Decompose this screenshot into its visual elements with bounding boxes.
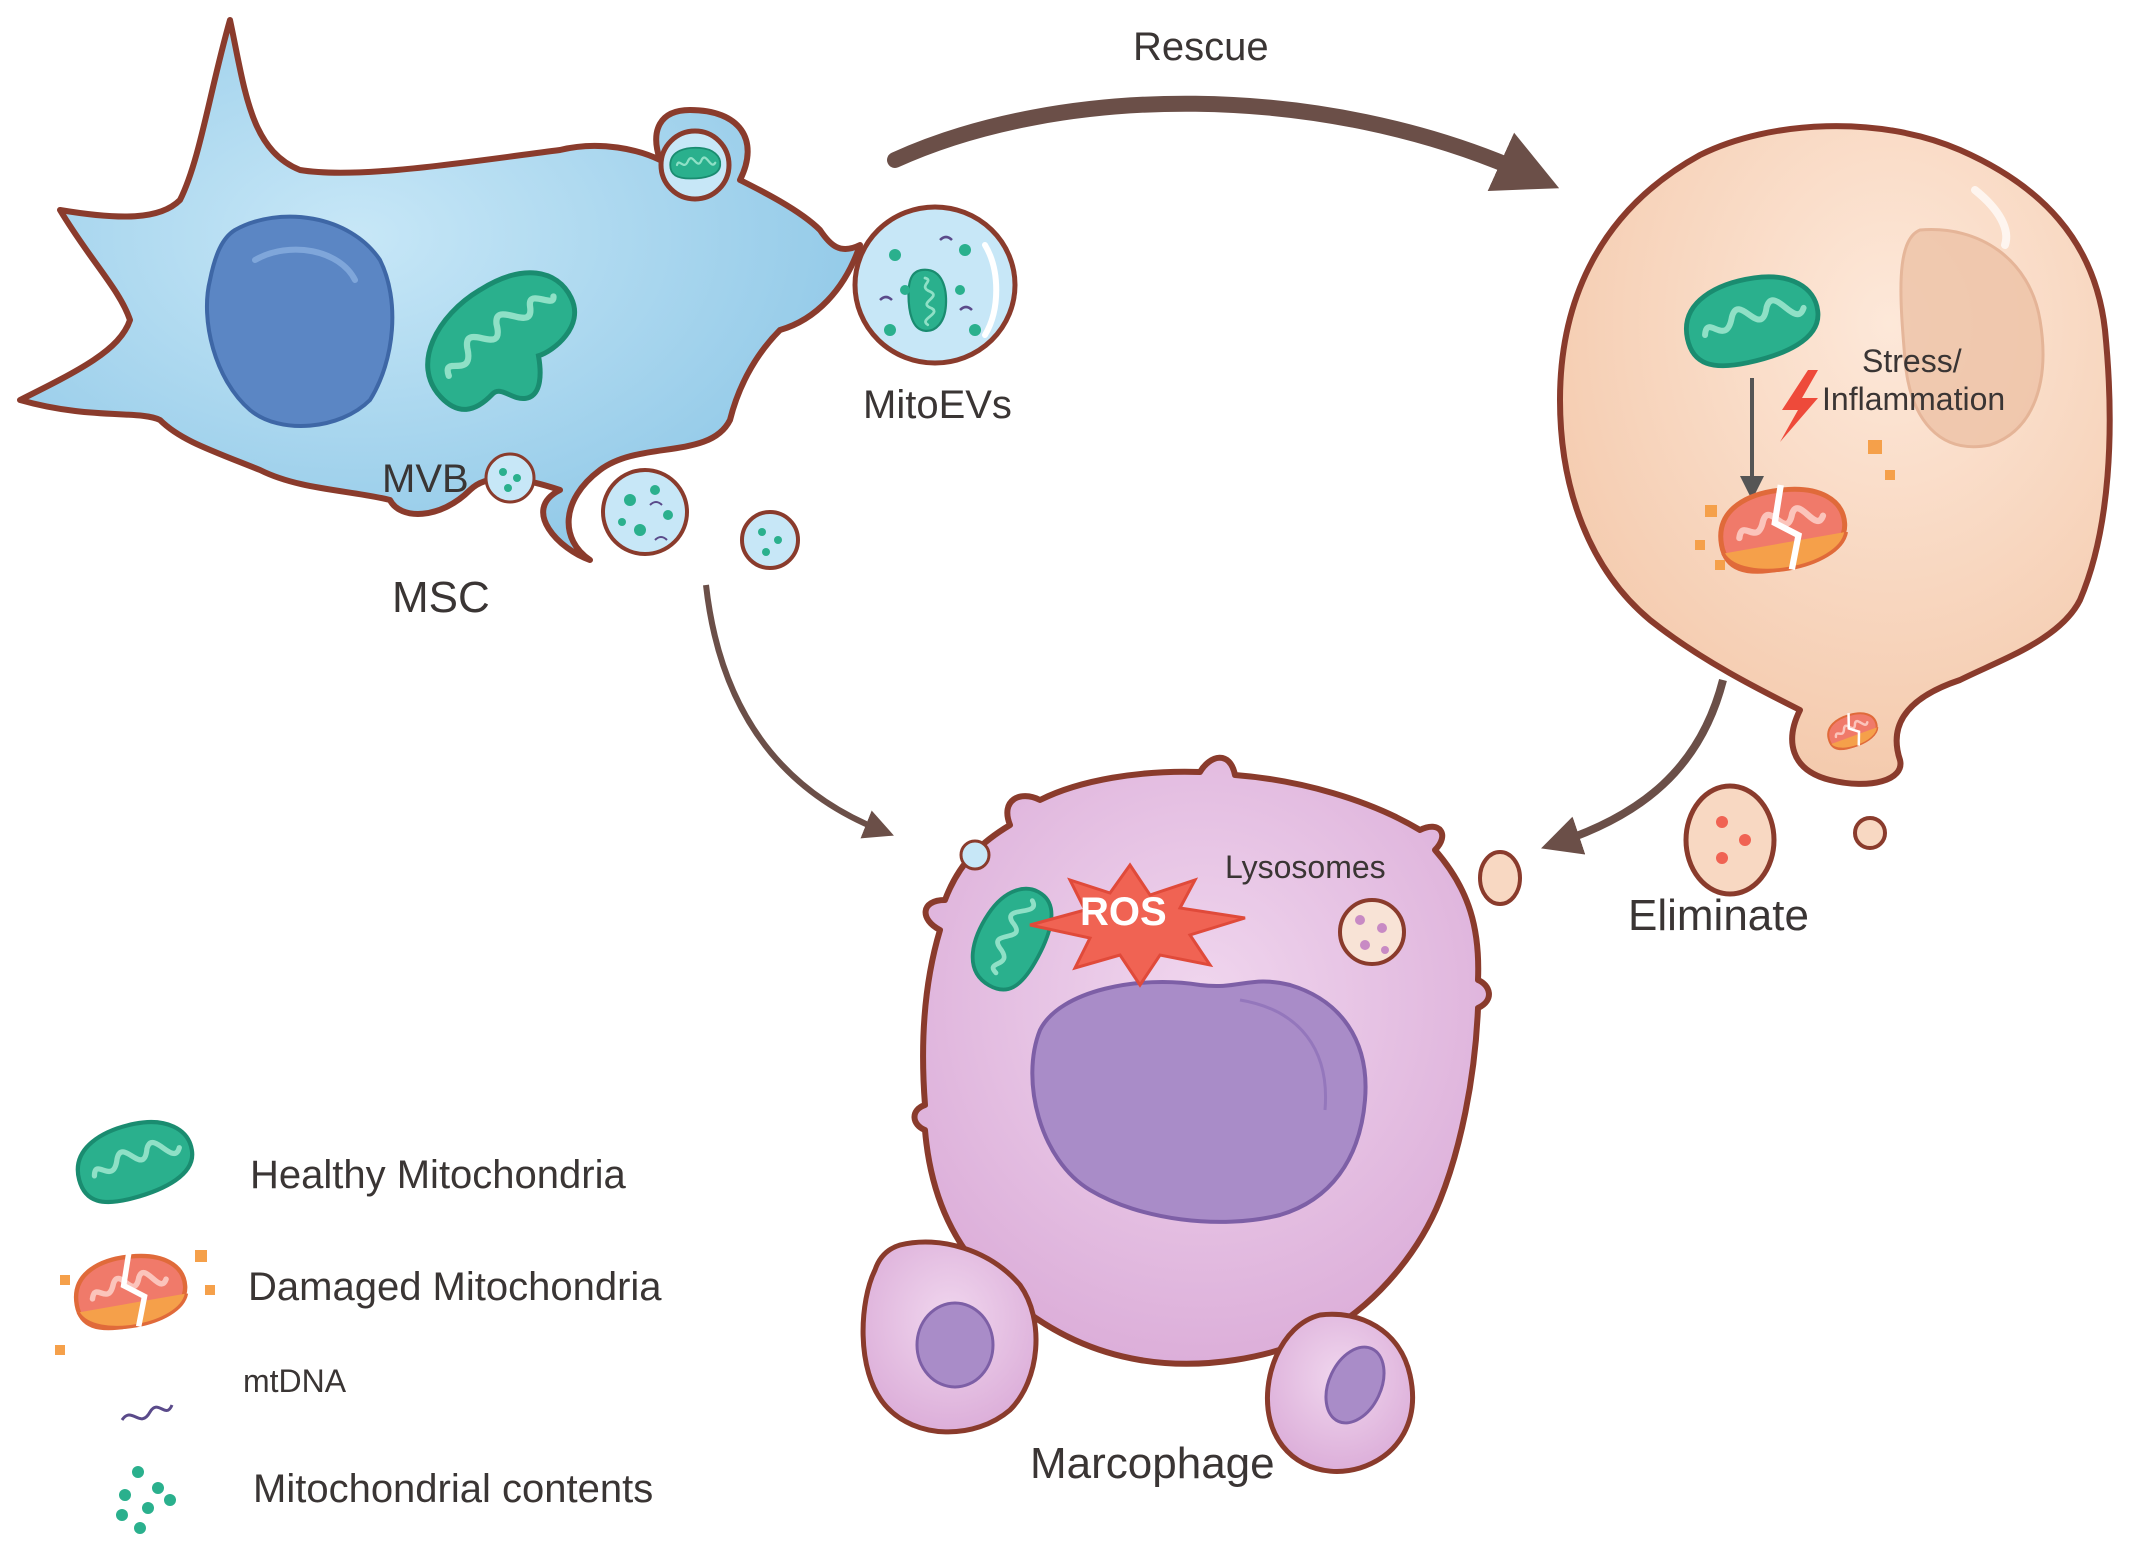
ros-label: ROS: [1080, 890, 1167, 934]
small-vesicle: [1478, 850, 1522, 906]
rescue-label: Rescue: [1133, 25, 1269, 69]
rescue-arrow: [887, 95, 1560, 191]
macrophage-cell: ROS Lysosomes: [911, 754, 1492, 1367]
macrophage-nucleus: [1030, 979, 1368, 1224]
mvb-vesicle: [484, 452, 536, 504]
macrophage-label: Marcophage: [1030, 1439, 1275, 1488]
msc-to-macrophage-arrow: [703, 584, 894, 839]
msc-label: MSC: [392, 573, 490, 622]
ros-burst: [1029, 862, 1246, 988]
damaged-mitochondria-icon: [69, 1244, 190, 1337]
msc-cell: MVB: [17, 17, 863, 563]
small-macrophage: [860, 1239, 1039, 1435]
mtdna-icon: [120, 1404, 174, 1421]
eliminate-label: Eliminate: [1628, 891, 1809, 940]
legend-label-damaged: Damaged Mitochondria: [248, 1265, 662, 1309]
msc-mitochondrion: [425, 270, 578, 412]
eliminate-arrow: [1541, 679, 1727, 855]
healthy-mitochondria-icon: [69, 1111, 200, 1210]
lysosome: [1338, 898, 1406, 966]
target-cell: Stress/ Inflammation: [1557, 123, 2113, 787]
small-vesicle: [1853, 816, 1887, 850]
mitoevs-label: MitoEVs: [863, 383, 1012, 427]
stress-label-line1: Stress/: [1862, 343, 1962, 379]
target-nucleus: [1899, 228, 2045, 449]
stress-label-line2: Inflammation: [1822, 381, 2005, 417]
legend: Healthy Mitochondria Damaged Mitochondri…: [55, 1111, 662, 1534]
mitoev-vesicle: [852, 204, 1018, 366]
mitochondrial-contents-icon: [116, 1466, 176, 1534]
lysosomes-label: Lysosomes: [1225, 849, 1386, 885]
target-membrane: [1557, 123, 2113, 787]
small-macrophage: [1264, 1311, 1416, 1474]
mvb-label: MVB: [382, 457, 469, 501]
legend-label-healthy: Healthy Mitochondria: [250, 1153, 626, 1197]
lightning-icon: [1780, 370, 1818, 442]
legend-label-contents: Mitochondrial contents: [253, 1467, 653, 1511]
eliminated-vesicle: [1683, 783, 1777, 897]
legend-label-mtdna: mtDNA: [243, 1363, 347, 1399]
released-vesicle-large: [601, 468, 689, 556]
released-vesicle-small: [740, 510, 800, 570]
